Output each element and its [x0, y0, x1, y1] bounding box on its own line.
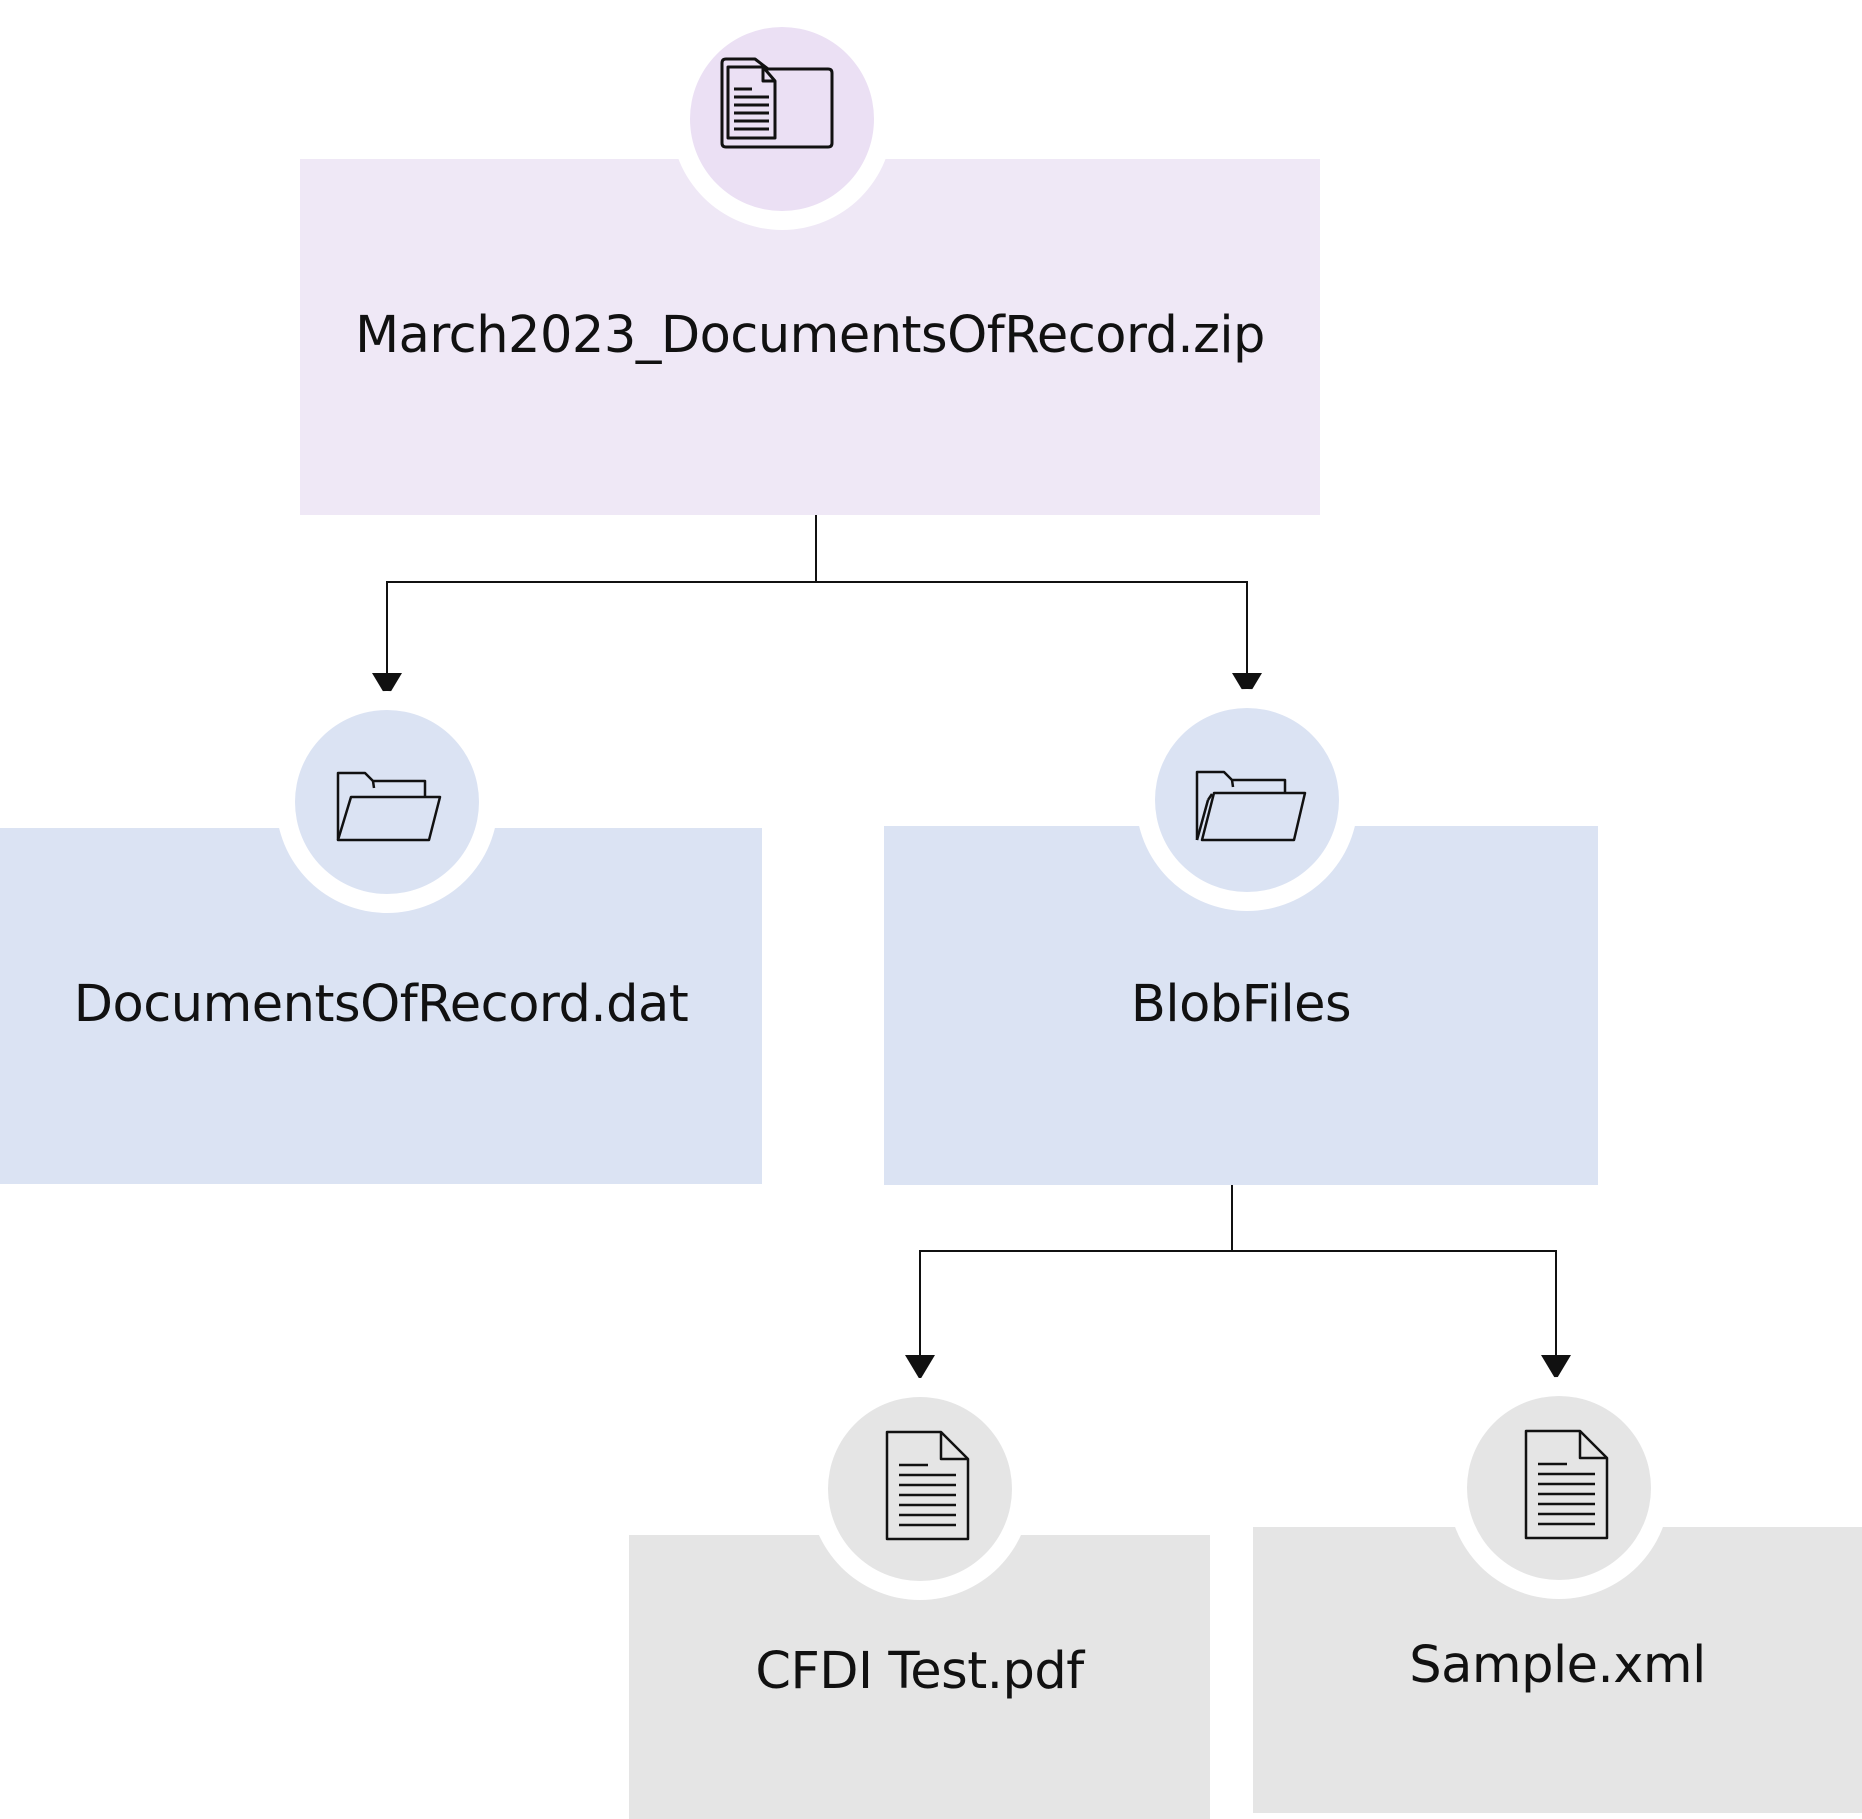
- node-root-zip[interactable]: March2023_DocumentsOfRecord.zip: [300, 159, 1320, 515]
- arrowhead-to-dat: [372, 673, 402, 698]
- connector-blobfiles-to-xml: [1232, 1250, 1557, 1370]
- node-xml-label: Sample.xml: [1409, 1636, 1706, 1695]
- arrowhead-to-pdf: [905, 1355, 935, 1380]
- open-folders-stack-icon: [1195, 770, 1307, 842]
- connector-blobfiles-to-pdf: [919, 1185, 1233, 1370]
- node-xml-badge: [1448, 1377, 1670, 1599]
- connector-root-to-dat: [386, 515, 817, 680]
- connector-root-to-blobfiles: [816, 581, 1248, 680]
- node-blobfiles-badge: [1136, 689, 1358, 911]
- document-icon: [885, 1430, 970, 1541]
- arrowhead-to-blobfiles: [1232, 673, 1262, 698]
- node-blobfiles-label: BlobFiles: [1130, 975, 1352, 1034]
- node-root-badge: [671, 8, 893, 230]
- document-icon: [1524, 1429, 1609, 1540]
- arrowhead-to-xml: [1541, 1355, 1571, 1380]
- open-folder-icon: [336, 771, 442, 842]
- node-pdf-badge: [809, 1378, 1031, 1600]
- node-pdf-label: CFDI Test.pdf: [755, 1642, 1084, 1701]
- node-dat-badge: [276, 691, 498, 913]
- node-dat-label: DocumentsOfRecord.dat: [73, 975, 689, 1034]
- node-root-label: March2023_DocumentsOfRecord.zip: [355, 306, 1265, 365]
- zip-archive-folder-icon: [720, 57, 834, 149]
